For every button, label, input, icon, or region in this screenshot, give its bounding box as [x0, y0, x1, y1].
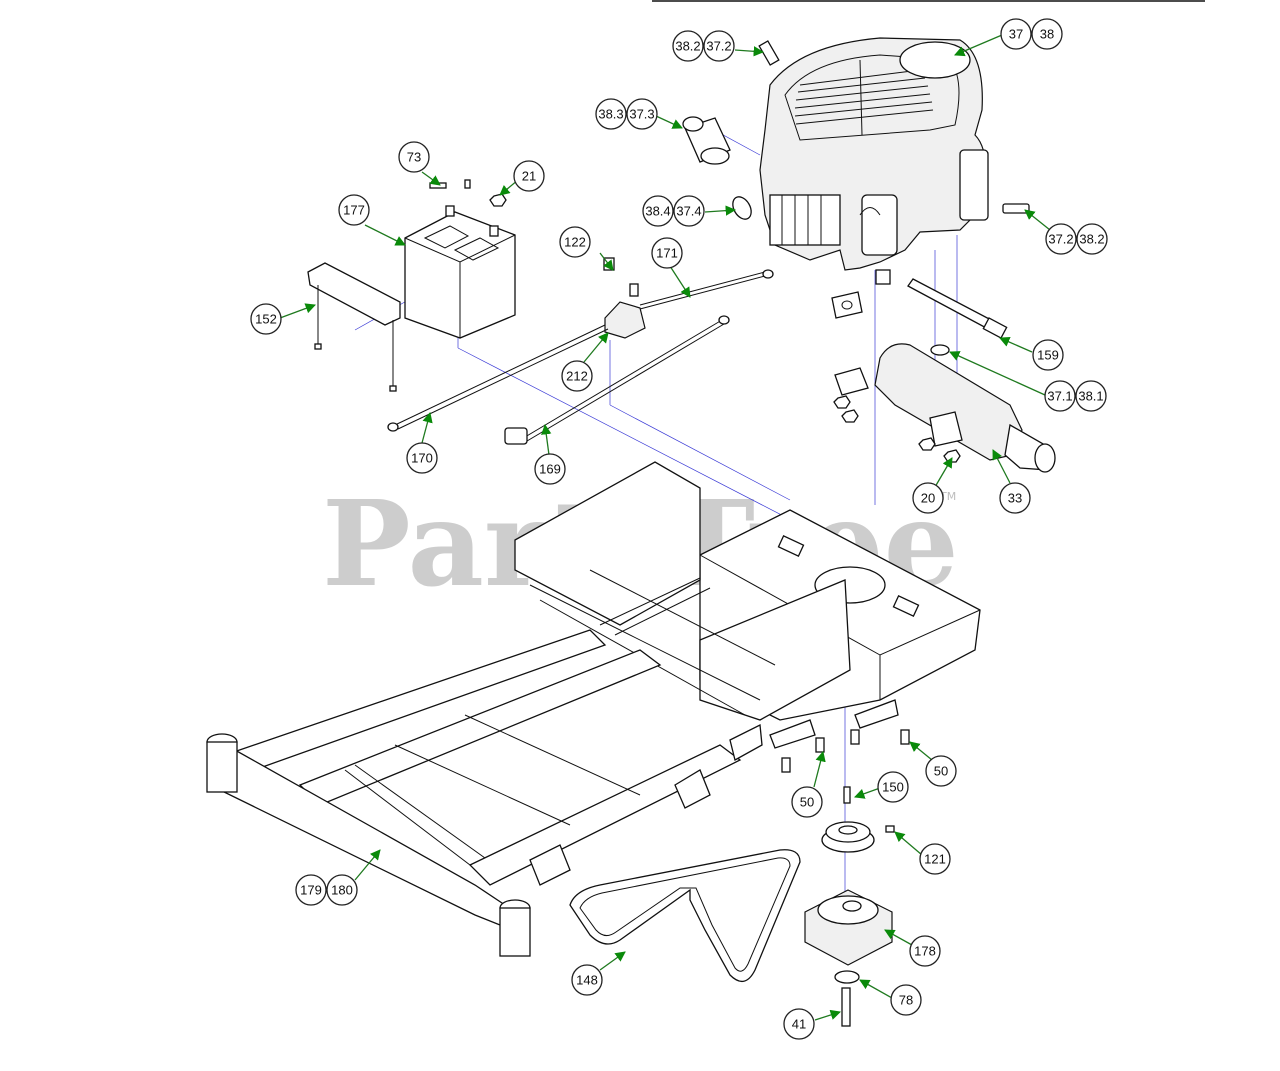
svg-text:20: 20	[921, 491, 935, 506]
callout-37[interactable]: 37	[1000, 18, 1032, 50]
battery-holddown	[307, 262, 401, 392]
callout-37-2-top[interactable]: 37.2	[703, 30, 735, 62]
svg-text:38.2: 38.2	[675, 39, 700, 54]
starter-solenoid	[603, 257, 646, 339]
clutch-bolt	[841, 987, 851, 1027]
svg-text:177: 177	[343, 203, 365, 218]
callout-20[interactable]: 20	[912, 482, 944, 514]
spark-plug-top	[758, 40, 780, 66]
pto-clutch	[804, 889, 893, 966]
svg-text:122: 122	[564, 235, 586, 250]
callout-177[interactable]: 177	[338, 194, 370, 226]
svg-text:37.3: 37.3	[629, 107, 654, 122]
battery-bolt	[429, 179, 471, 189]
svg-text:180: 180	[331, 883, 353, 898]
callout-122[interactable]: 122	[559, 226, 591, 258]
woodruff-key	[843, 786, 851, 804]
callout-38-2-right[interactable]: 38.2	[1076, 223, 1108, 255]
callout-179[interactable]: 179	[295, 874, 327, 906]
fuel-line	[907, 278, 1008, 339]
fuel-filter	[732, 196, 752, 220]
svg-text:21: 21	[522, 169, 536, 184]
svg-text:38.1: 38.1	[1078, 389, 1103, 404]
callout-33[interactable]: 33	[999, 482, 1031, 514]
callout-38-1[interactable]: 38.1	[1075, 380, 1107, 412]
svg-text:78: 78	[899, 993, 913, 1008]
callout-178[interactable]: 178	[909, 935, 941, 967]
svg-text:37.2: 37.2	[706, 39, 731, 54]
muffler	[834, 343, 1056, 473]
svg-text:178: 178	[914, 944, 936, 959]
callout-21[interactable]: 21	[513, 160, 545, 192]
svg-text:38.3: 38.3	[598, 107, 623, 122]
svg-text:37.1: 37.1	[1047, 389, 1072, 404]
svg-text:37.4: 37.4	[676, 204, 701, 219]
engine	[759, 37, 989, 285]
svg-text:50: 50	[800, 795, 814, 810]
engine-pulley	[821, 821, 875, 853]
svg-text:38.4: 38.4	[645, 204, 670, 219]
frame-bolts	[781, 729, 910, 773]
callout-41[interactable]: 41	[783, 1008, 815, 1040]
callout-150[interactable]: 150	[877, 771, 909, 803]
battery	[404, 205, 516, 339]
callout-169[interactable]: 169	[534, 453, 566, 485]
callout-78[interactable]: 78	[890, 984, 922, 1016]
callout-37-2-right[interactable]: 37.2	[1045, 223, 1077, 255]
svg-text:212: 212	[566, 369, 588, 384]
callout-38-4[interactable]: 38.4	[642, 195, 674, 227]
callout-37-1[interactable]: 37.1	[1044, 380, 1076, 412]
svg-text:33: 33	[1008, 491, 1022, 506]
svg-text:152: 152	[255, 312, 277, 327]
svg-text:170: 170	[411, 451, 433, 466]
callout-37-3[interactable]: 37.3	[626, 98, 658, 130]
spark-plug-right	[1002, 203, 1030, 214]
callouts: 37 38 38.2 37.2 38.3 37.3 38.4 37.4 37.2…	[250, 18, 1108, 1040]
mower-frame	[206, 461, 981, 957]
svg-text:50: 50	[934, 764, 948, 779]
svg-text:38: 38	[1040, 27, 1054, 42]
set-screw	[885, 825, 895, 833]
callout-148[interactable]: 148	[571, 964, 603, 996]
svg-text:179: 179	[300, 883, 322, 898]
callout-73[interactable]: 73	[398, 141, 430, 173]
callout-38-3[interactable]: 38.3	[595, 98, 627, 130]
callout-37-4[interactable]: 37.4	[673, 195, 705, 227]
callout-50-left[interactable]: 50	[791, 786, 823, 818]
svg-text:148: 148	[576, 973, 598, 988]
callout-159[interactable]: 159	[1032, 339, 1064, 371]
svg-text:38.2: 38.2	[1079, 232, 1104, 247]
muffler-nuts	[833, 395, 961, 463]
callout-170[interactable]: 170	[406, 442, 438, 474]
callout-212[interactable]: 212	[561, 360, 593, 392]
svg-text:41: 41	[792, 1017, 806, 1032]
svg-text:171: 171	[656, 246, 678, 261]
engine-gasket	[831, 291, 863, 319]
svg-text:159: 159	[1037, 348, 1059, 363]
callout-50-right[interactable]: 50	[925, 755, 957, 787]
battery-nut	[489, 193, 507, 207]
callout-171[interactable]: 171	[651, 237, 683, 269]
svg-text:37.2: 37.2	[1048, 232, 1073, 247]
callout-121[interactable]: 121	[919, 843, 951, 875]
svg-text:37: 37	[1009, 27, 1023, 42]
svg-text:169: 169	[539, 462, 561, 477]
oil-filter	[682, 116, 731, 165]
callout-38-2-top[interactable]: 38.2	[672, 30, 704, 62]
drive-belt	[569, 849, 801, 982]
svg-text:121: 121	[924, 852, 946, 867]
callout-38[interactable]: 38	[1031, 18, 1063, 50]
clutch-washer	[834, 970, 860, 984]
callout-180[interactable]: 180	[326, 874, 358, 906]
callout-152[interactable]: 152	[250, 303, 282, 335]
svg-text:73: 73	[407, 150, 421, 165]
battery-cables	[387, 269, 774, 445]
svg-text:150: 150	[882, 780, 904, 795]
